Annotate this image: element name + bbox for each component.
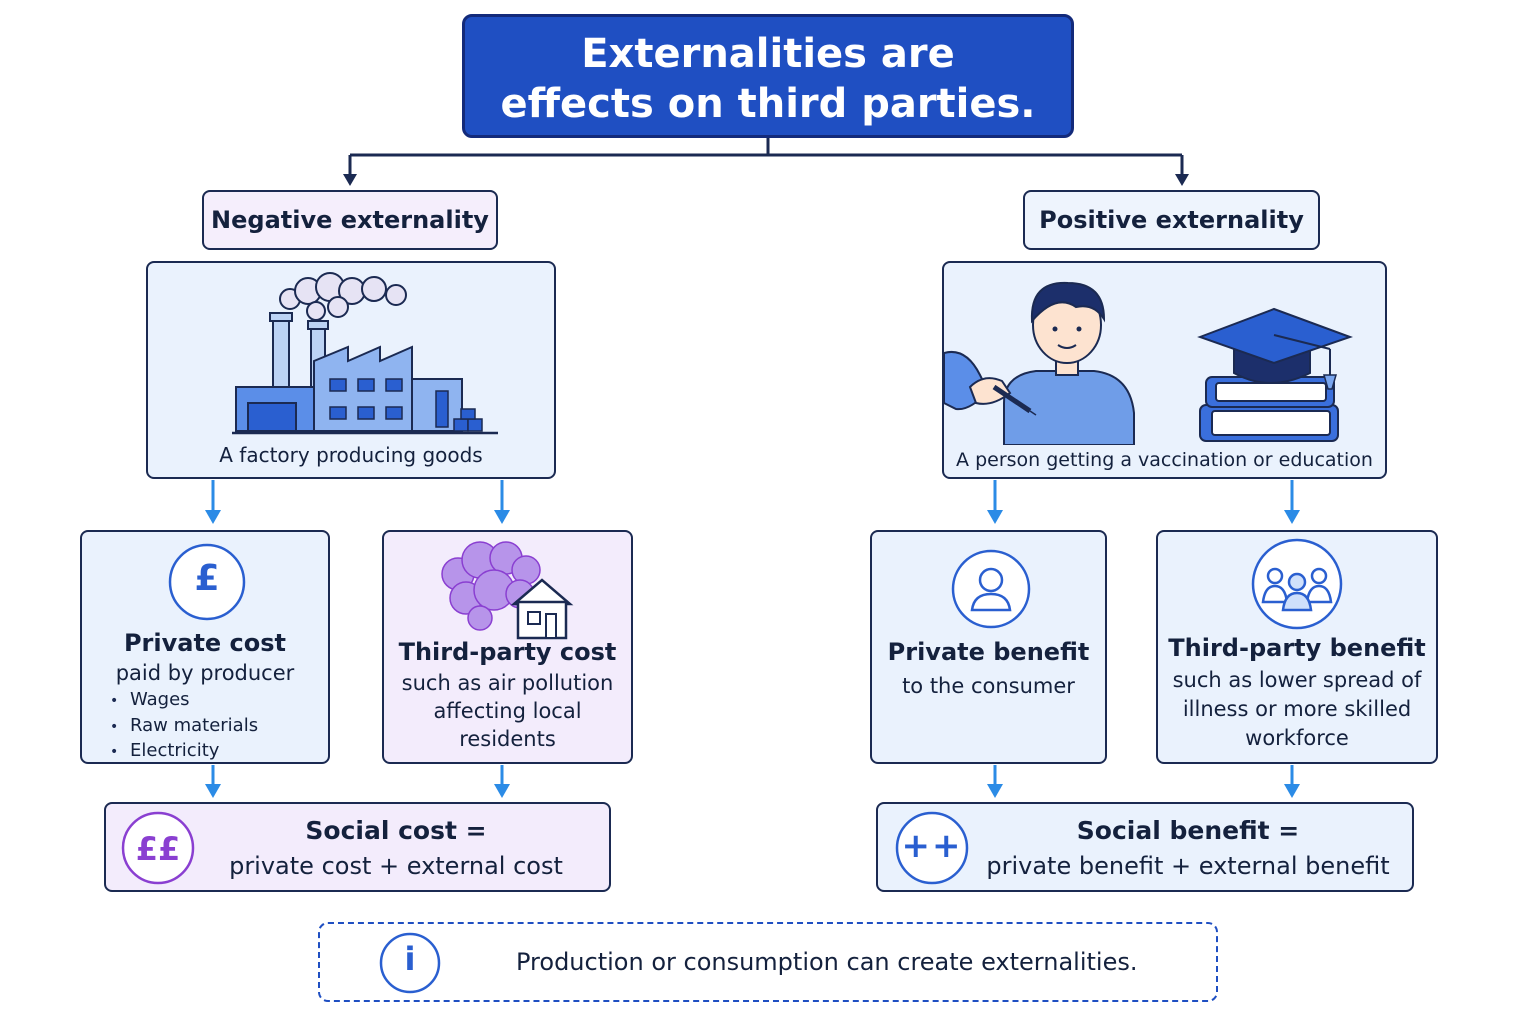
social-benefit-box: ++ Social benefit = private benefit + ex… [876, 802, 1414, 892]
pound-symbol: £ [194, 558, 220, 599]
list-item: Raw materials [110, 714, 258, 740]
private-benefit-title: Private benefit [887, 638, 1090, 666]
vaccination-illustration [944, 281, 1135, 445]
social-benefit-label: Social benefit = [1076, 816, 1300, 845]
info-icon [379, 932, 441, 994]
third-party-cost-desc-3: residents [459, 727, 556, 751]
positive-externality-heading: Positive externality [1023, 190, 1320, 250]
third-party-benefit-title: Third-party benefit [1168, 634, 1426, 662]
group-icon [1251, 538, 1343, 630]
private-benefit-card: Private benefit to the consumer [870, 530, 1107, 764]
person-icon [951, 549, 1031, 629]
pound-icon [168, 543, 246, 621]
private-cost-card: £ Private cost paid by producer Wages Ra… [80, 530, 330, 764]
vaccination-caption: A person getting a vaccination or educat… [956, 449, 1373, 471]
pollution-cloud-house-icon [441, 541, 574, 640]
list-item: Electricity [110, 739, 258, 765]
factory-panel: A factory producing goods [146, 261, 556, 479]
private-cost-list: Wages Raw materials Electricity [110, 688, 258, 765]
info-symbol: i [404, 940, 416, 978]
third-party-cost-desc-1: such as air pollution [401, 671, 614, 695]
private-benefit-subtitle: to the consumer [902, 674, 1075, 698]
factory-caption: A factory producing goods [219, 443, 483, 467]
negative-externality-heading: Negative externality [202, 190, 498, 250]
social-benefit-formula: private benefit + external benefit [986, 852, 1390, 880]
private-cost-title: Private cost [123, 629, 287, 657]
plus-plus-symbol: ++ [901, 826, 963, 866]
third-party-cost-desc-2: affecting local [433, 699, 582, 723]
main-title: Externalities are effects on third parti… [462, 14, 1074, 138]
third-party-benefit-card: Third-party benefit such as lower spread… [1156, 530, 1438, 764]
info-note: i Production or consumption can create e… [318, 922, 1218, 1002]
title-line-1: Externalities are [581, 31, 955, 77]
social-cost-box: ££ Social cost = private cost + external… [104, 802, 611, 892]
factory-icon [232, 272, 498, 435]
third-party-benefit-desc-1: such as lower spread of [1172, 668, 1422, 692]
third-party-cost-title: Third-party cost [398, 638, 617, 666]
third-party-cost-card: Third-party cost such as air pollution a… [382, 530, 633, 764]
title-line-2: effects on third parties. [500, 81, 1036, 127]
list-item: Wages [110, 688, 258, 714]
private-cost-subtitle: paid by producer [115, 661, 295, 685]
plus-plus-icon [895, 811, 969, 885]
double-pound-icon [121, 811, 195, 885]
vaccination-education-panel: A person getting a vaccination or educat… [942, 261, 1387, 479]
info-note-text: Production or consumption can create ext… [516, 948, 1138, 976]
graduation-cap-books-icon [1197, 307, 1353, 442]
social-cost-formula: private cost + external cost [229, 852, 563, 880]
third-party-benefit-desc-2: illness or more skilled [1182, 697, 1412, 721]
double-pound-symbol: ££ [135, 830, 181, 868]
third-party-benefit-desc-3: workforce [1245, 726, 1349, 750]
social-cost-label: Social cost = [305, 816, 487, 845]
